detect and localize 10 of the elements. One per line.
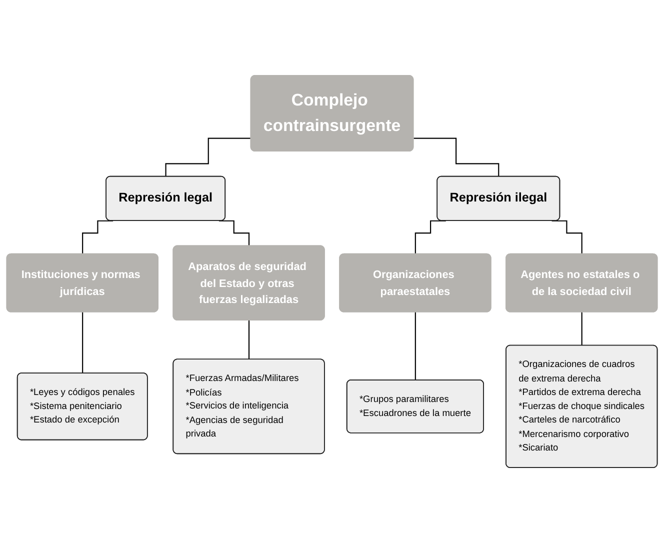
connector xyxy=(248,320,250,360)
connector xyxy=(414,312,416,381)
connector xyxy=(414,138,500,178)
connector xyxy=(581,312,583,346)
connector xyxy=(218,220,250,247)
connector xyxy=(552,220,583,255)
connector xyxy=(165,138,252,178)
connector xyxy=(82,312,84,374)
connector xyxy=(414,220,446,255)
connector xyxy=(82,220,114,255)
